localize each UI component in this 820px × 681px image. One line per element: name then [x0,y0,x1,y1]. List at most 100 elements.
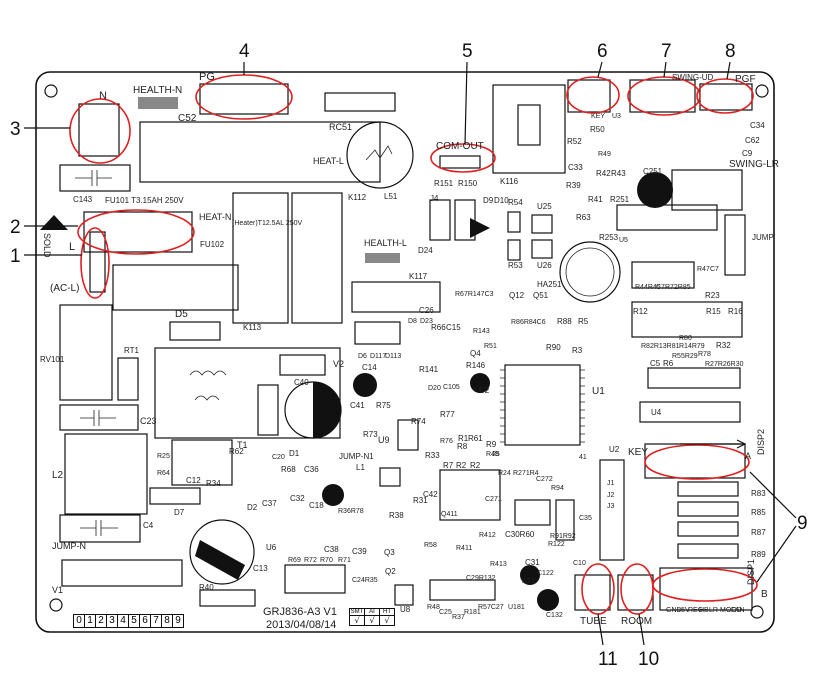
silk-label: D23 [420,318,433,325]
silk-label: C4 [143,521,154,530]
silk-label: C20 [272,454,285,461]
silk-label: C15 [446,323,461,332]
terminal-digit: 9 [172,614,184,628]
silk-label: R43 [611,169,626,178]
silk-label: R71 [338,557,351,564]
silk-label: L [69,241,75,253]
component-outlines [59,79,753,611]
silk-label: K113 [243,323,262,332]
board-date: 2013/04/08/14 [266,619,337,631]
silk-label: R2 [456,461,467,470]
silk-label: U1 [592,386,605,397]
silk-label: JUMP-N1 [339,452,374,461]
silk-label: R9 [486,440,497,449]
silk-label: R86R84C6 [511,319,546,326]
silk-label: GND [666,607,682,614]
silk-label: R58 [424,542,437,549]
silk-label: COM-OUT [436,141,484,152]
silk-label: L2 [52,470,64,481]
silk-label: R61 [468,434,483,443]
terminal-digit-row: 0 1 2 3 4 5 6 7 8 9 [73,614,184,628]
silk-label: R82R13R81 [641,343,680,350]
silk-label: R57C27 [478,604,504,611]
silk-label: U8 [400,605,411,614]
silk-label: R146 [466,361,486,370]
silk-label: C38 [324,545,339,554]
silk-label: DISP2 [756,429,766,455]
silk-label: FU101 T3.15AH 250V [105,196,184,205]
silk-label: U6 [266,543,277,552]
silk-label: A [745,451,751,461]
silk-label: R83 [751,489,766,498]
silk-label: R68 [281,465,296,474]
silk-label: D1 [289,449,300,458]
silk-label: R271R4 [513,470,539,477]
callout-number: 8 [725,41,736,62]
silk-label: B [761,589,768,600]
silk-label: DISP1 [746,559,756,585]
silk-label: R75 [376,401,391,410]
silk-label: C40 [294,378,309,387]
silk-label: R55R29 [672,353,698,360]
silk-label: R64 [157,470,170,477]
silk-label: C35 [579,515,592,522]
silk-label: R150 [458,179,478,188]
smt-table: SMT √ AI √ HT √ [349,608,395,626]
highlight-n [69,98,131,164]
silk-label: R89 [751,550,766,559]
silk-label: R25 [157,453,170,460]
silk-label: C34 [750,121,765,130]
silk-label: R88 [557,317,572,326]
silk-label: C25 [439,609,452,616]
silk-label: C2 [479,386,490,395]
callout-number: 3 [10,119,21,140]
silk-label: R21 [522,578,535,585]
silk-label: R66 [431,323,446,332]
smt-check-ht: √ [384,616,390,625]
callout-number: 6 [597,41,608,62]
callout-number: 4 [239,41,250,62]
silk-label: R23 [705,291,720,300]
silk-label: R32 [716,341,731,350]
highlight-com-out [430,143,496,173]
silk-label: C18 [309,501,324,510]
silk-label: R51 [484,343,497,350]
highlight-disp2 [644,444,750,480]
silk-label: R1 [458,434,469,443]
key-arrow-icon [680,439,747,449]
highlight-room [620,563,654,615]
silk-label: R42 [596,169,611,178]
silk-label: RT1 [124,346,140,355]
silk-label: C10 [573,560,586,567]
silk-label: C26 [419,306,434,315]
silk-label: HEALTH-N [133,85,182,96]
silk-label: R53 [508,261,523,270]
callout-number: 10 [638,649,659,670]
silk-label: R2 [470,461,481,470]
board-model: GRJ836-A3 V1 [263,606,337,618]
silk-label: R91R92 [550,533,576,540]
silk-label: Q51 [533,291,549,300]
silk-label: R48 [486,451,499,458]
silk-label: L1 [356,463,365,472]
silk-label: C251 [643,167,663,176]
silk-label: R16 [728,307,743,316]
silk-label: R40 [199,583,214,592]
silk-label: REC [688,607,703,614]
silk-label: HEAT-L [313,156,344,166]
silk-label: C29R132 [466,575,496,582]
silk-label: C7 [710,266,719,273]
silk-label: C42 [423,490,438,499]
silk-label: D7 [174,508,185,517]
silk-label: +5V [677,607,690,614]
callout-number: 5 [462,41,473,62]
silk-label: R62 [229,447,244,456]
silk-label: R143 [473,328,490,335]
silk-label: R122 [548,541,565,548]
silk-label: C12 [186,476,201,485]
smt-label-ai: AI [365,609,379,616]
silk-label: D10 [494,196,509,205]
callout-number: 11 [598,649,618,670]
silk-label: C13 [253,564,268,573]
silk-label: N [99,90,107,102]
